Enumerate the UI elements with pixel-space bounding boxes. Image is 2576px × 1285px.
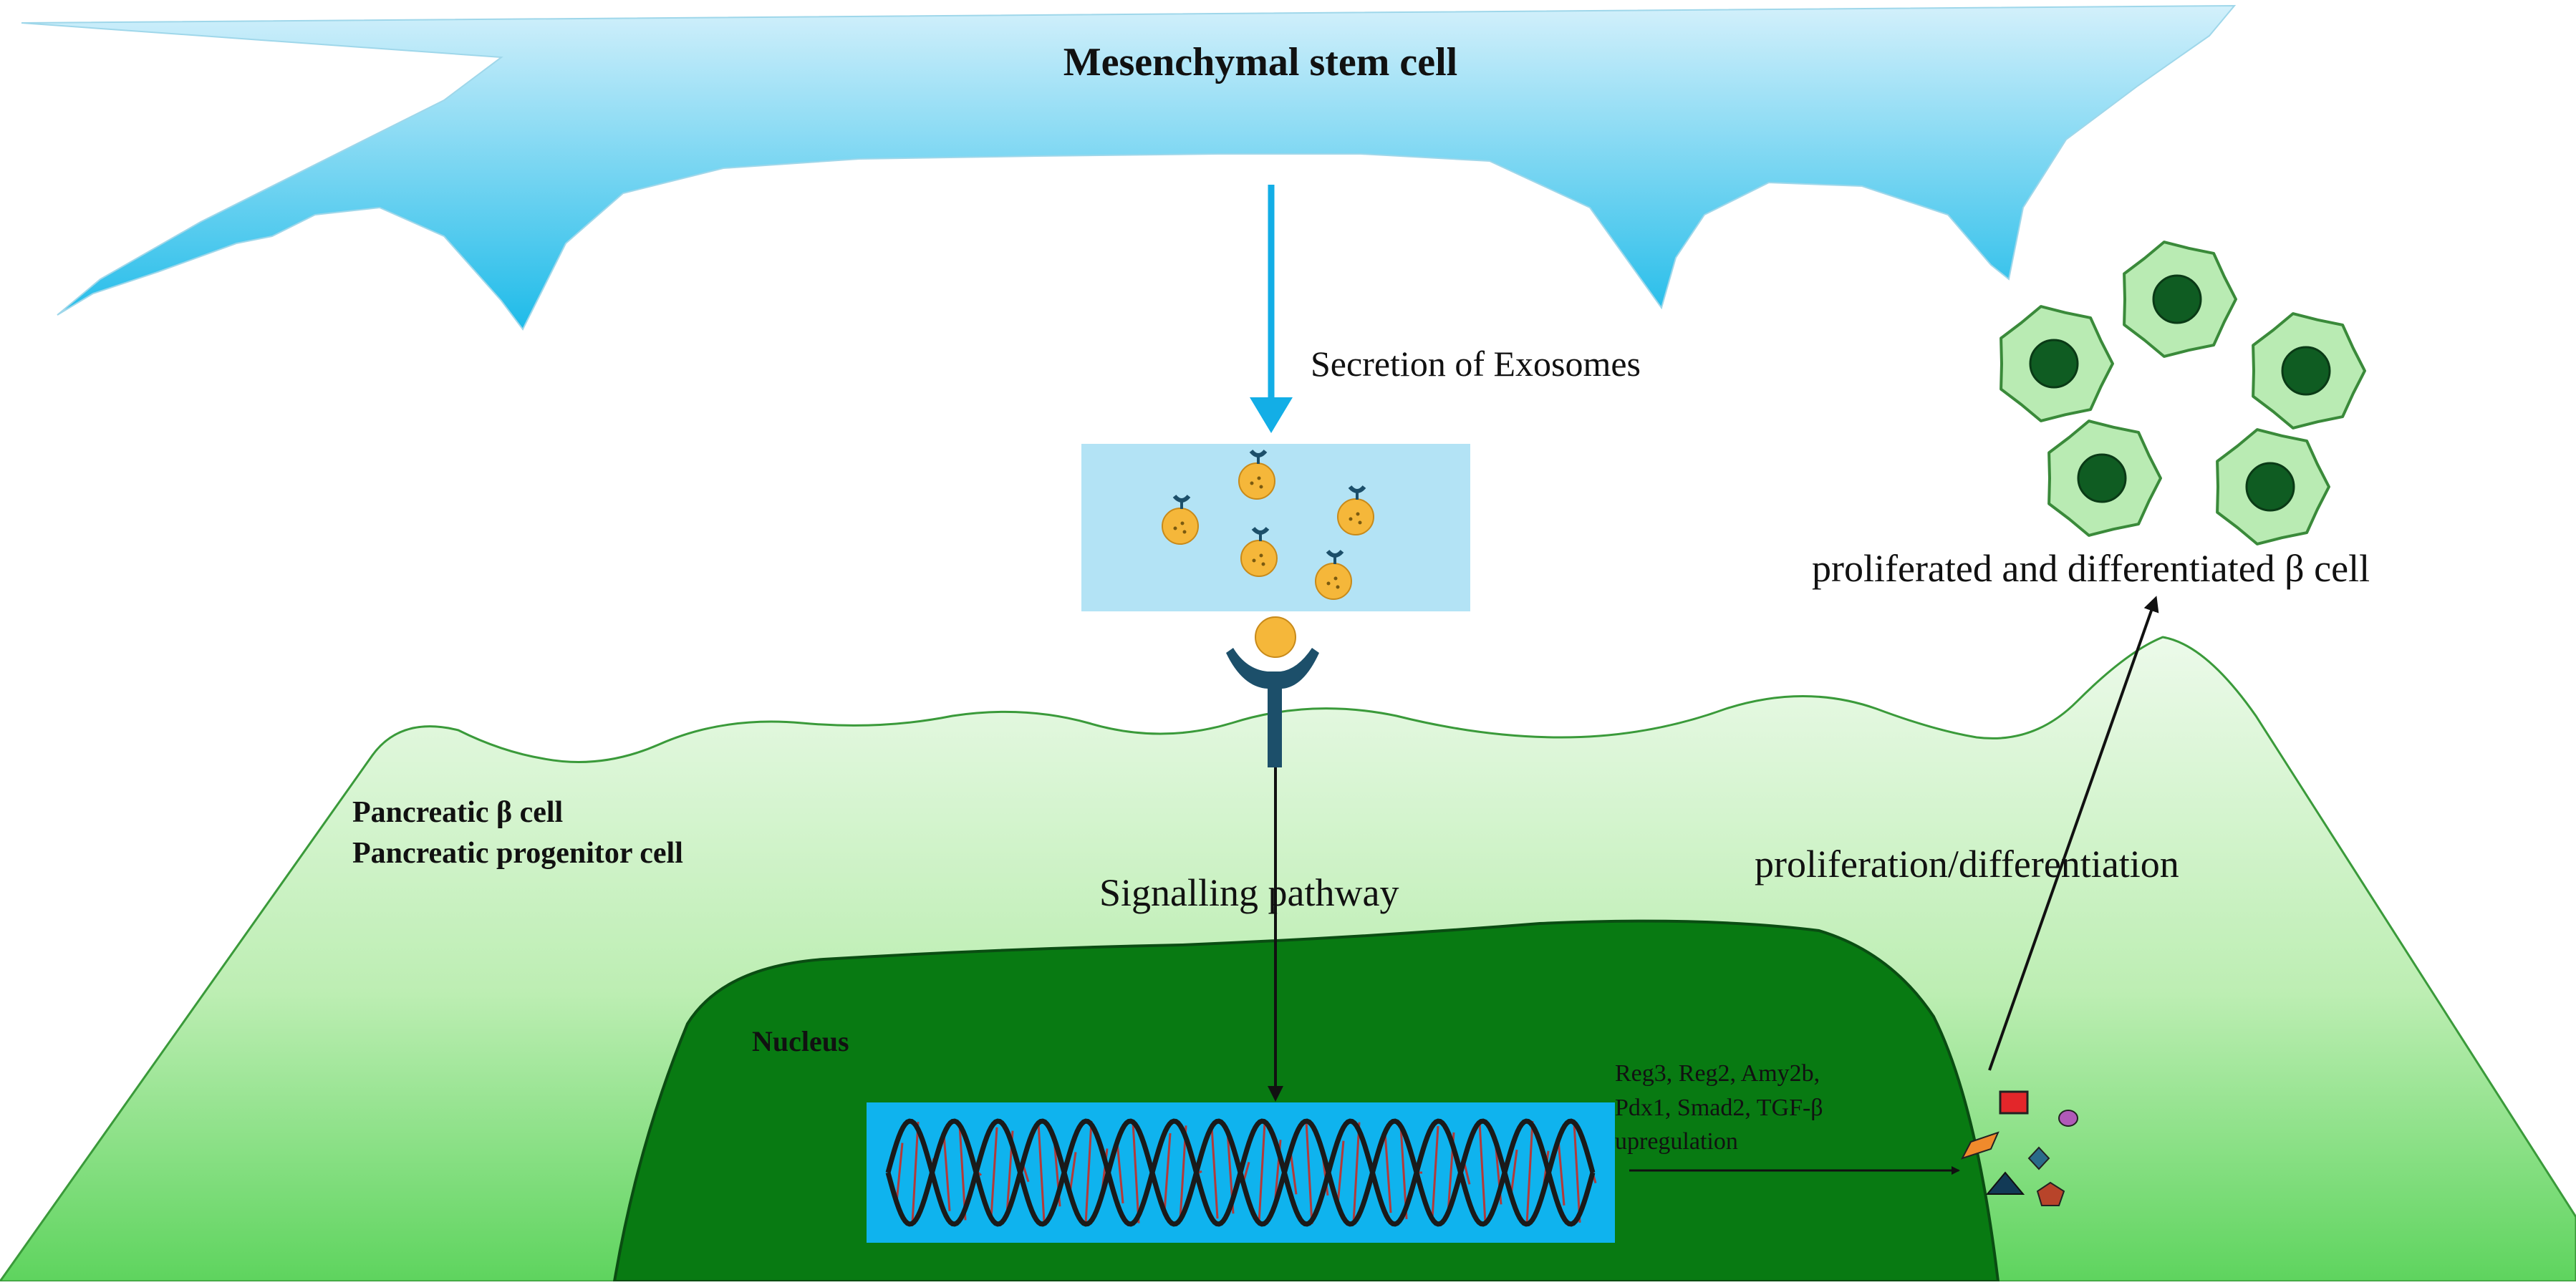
beta-cell [2047, 420, 2162, 537]
dna-rung [1068, 1152, 1077, 1193]
msc-cell-body [21, 4, 2237, 331]
dna-rung [911, 1121, 920, 1224]
exosome-box [1081, 444, 1470, 611]
molecule-cluster [1960, 1090, 2078, 1206]
molecule-orange-parallelogram [1960, 1131, 1999, 1160]
dna-helix [885, 1118, 1597, 1227]
dna-rung [1431, 1125, 1439, 1220]
dna-rung [1384, 1132, 1392, 1213]
msc-label: Mesenchymal stem cell [1063, 40, 1457, 84]
genes-label-line3: upregulation [1615, 1128, 1738, 1155]
molecule-purple-oval [2058, 1110, 2078, 1127]
dna-rung [1084, 1120, 1093, 1225]
dna-rung [1557, 1140, 1566, 1206]
nucleus-label: Nucleus [752, 1025, 849, 1057]
dna-rung [1116, 1141, 1124, 1204]
exosome [1240, 526, 1278, 577]
dna-rung [1258, 1122, 1266, 1223]
dna-rung [1478, 1122, 1487, 1223]
secretion-arrowhead [1250, 397, 1293, 433]
exosome [1315, 549, 1352, 600]
genes-label-line1: Reg3, Reg2, Amy2b, [1615, 1060, 1820, 1087]
dna-rung [990, 1127, 998, 1218]
dna-rung [1305, 1120, 1313, 1225]
pancreatic-beta-label: Pancreatic β cell [352, 796, 563, 829]
secretion-label: Secretion of Exosomes [1311, 344, 1641, 384]
molecule-navy-triangle [1985, 1171, 2025, 1195]
dna-rung [1336, 1140, 1345, 1205]
exosome-group [1162, 449, 1374, 600]
dna-rung [1210, 1126, 1219, 1219]
proliferation-arrow [1988, 596, 2159, 1071]
signalling-label: Signalling pathway [1099, 871, 1399, 914]
beta-cell [2252, 312, 2366, 430]
exosome [1337, 485, 1374, 535]
dna-rung [1352, 1122, 1361, 1223]
proliferation-label: proliferation/differentiation [1755, 843, 2179, 886]
result-label: proliferated and differentiated β cell [1812, 547, 2370, 590]
molecule-teal-diamond [2027, 1146, 2050, 1170]
dna-rung [1289, 1150, 1298, 1195]
dna-rung [1037, 1122, 1046, 1223]
dna-rung [1573, 1122, 1581, 1223]
genes-label-line2: Pdx1, Smad2, TGF-β [1615, 1095, 1823, 1121]
beta-cell [1999, 305, 2114, 422]
beta-cell-cluster [1999, 241, 2366, 545]
beta-cell [2216, 428, 2330, 545]
receptor [1226, 616, 1319, 767]
molecule-red-square [1999, 1090, 2029, 1115]
dna-rung [895, 1143, 904, 1203]
dna-rung [1510, 1149, 1518, 1196]
pancreatic-progenitor-label: Pancreatic progenitor cell [352, 837, 683, 870]
dna-strand [885, 1118, 1596, 1227]
exosome [1162, 494, 1199, 545]
dna-rung [1132, 1122, 1140, 1223]
dna-rung [1525, 1120, 1534, 1225]
dna-rung [942, 1134, 951, 1211]
dna-rung [1163, 1133, 1172, 1213]
molecule-pentagon [2036, 1181, 2065, 1206]
beta-cell [2123, 241, 2237, 358]
exosome [1238, 449, 1275, 500]
